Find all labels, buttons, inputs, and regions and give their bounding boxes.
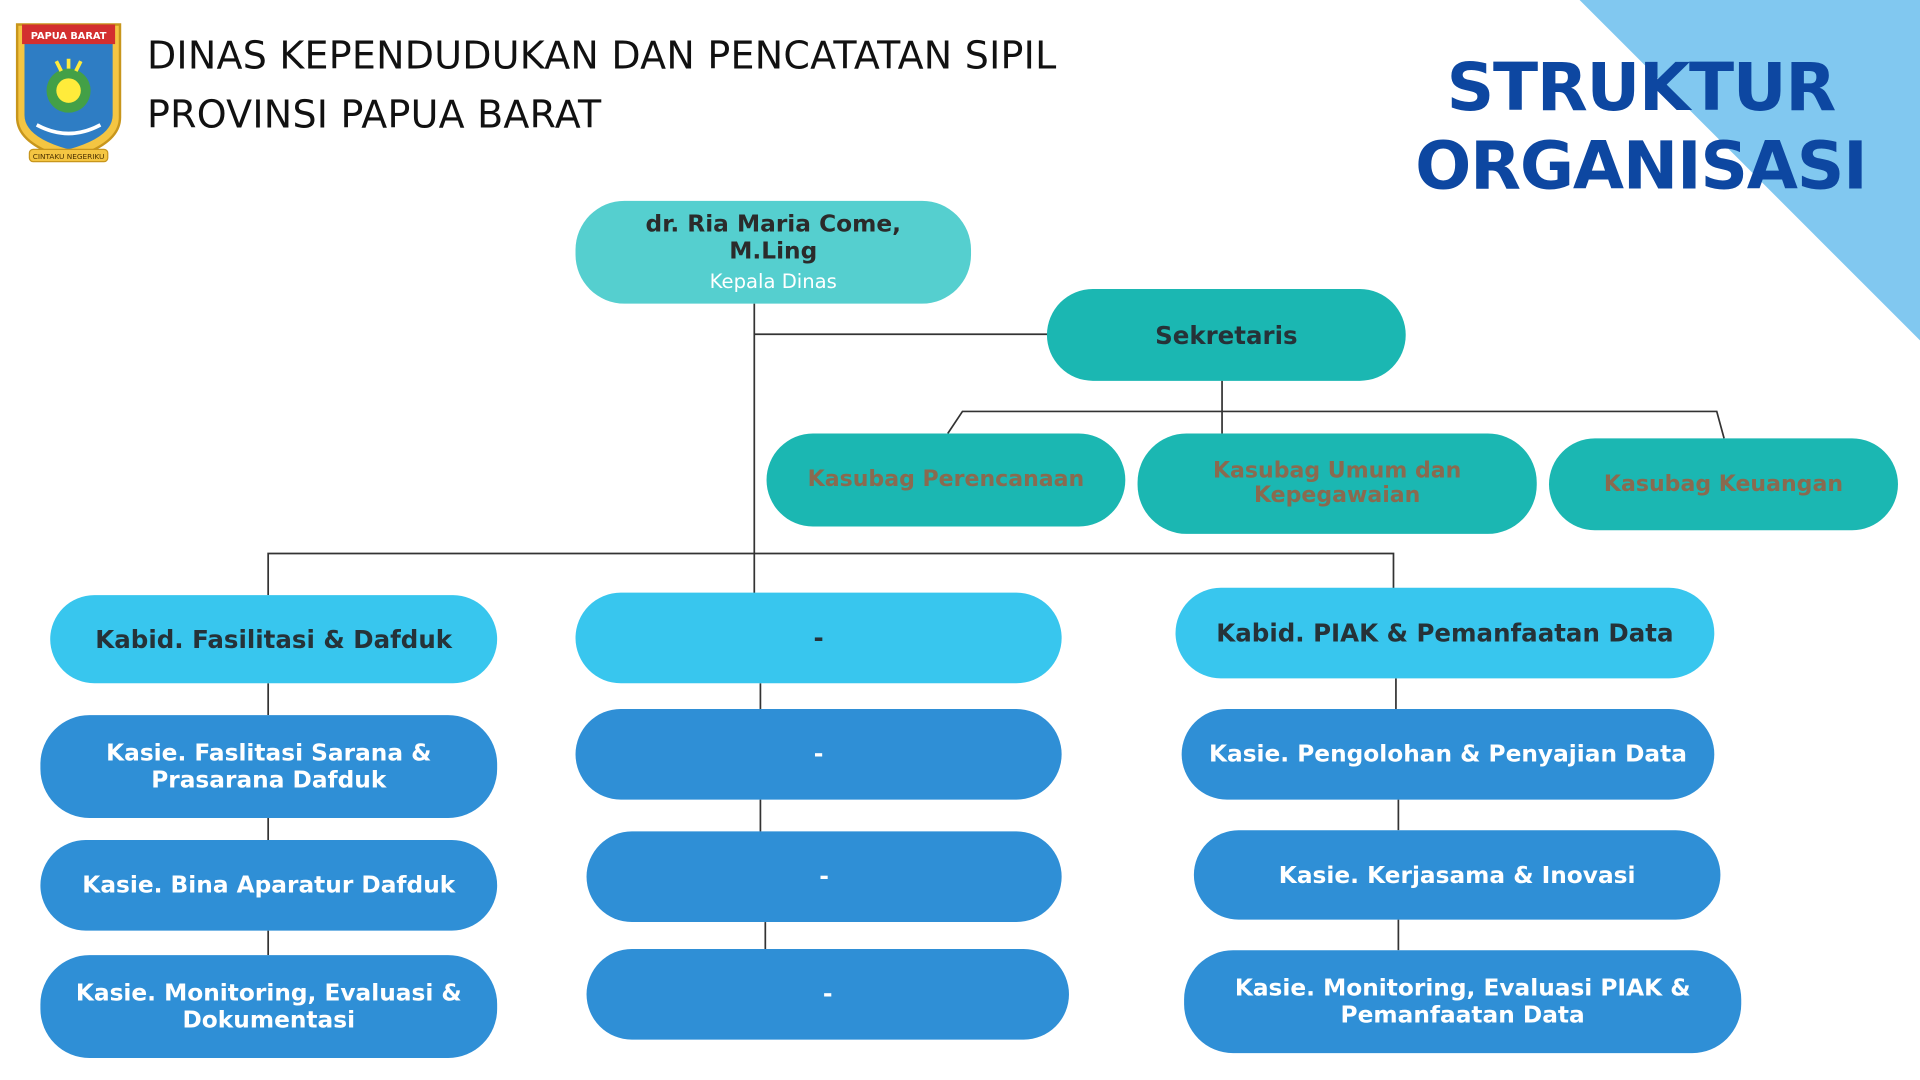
kabid-fasilitasi-box: Kabid. Fasilitasi & Dafduk bbox=[50, 595, 498, 684]
kasie-box: Kasie. Kerjasama & Inovasi bbox=[1193, 830, 1721, 920]
kasie-box: Kasie. Faslitasi Sarana & Prasarana Dafd… bbox=[40, 715, 498, 818]
document-title-line2: ORGANISASI bbox=[1415, 127, 1868, 205]
kasubag-keuangan-box: Kasubag Keuangan bbox=[1548, 438, 1898, 531]
kasie-box: - bbox=[575, 708, 1062, 800]
kasie-label: - bbox=[822, 980, 833, 1008]
kabid-label: Kabid. PIAK & Pemanfaatan Data bbox=[1216, 618, 1674, 648]
papua-barat-emblem-icon: PAPUA BARAT CINTAKU NEGERIKU bbox=[15, 23, 122, 163]
organization-name: DINAS KEPENDUDUKAN DAN PENCATATAN SIPIL … bbox=[147, 27, 1057, 145]
kepala-dinas-role: Kepala Dinas bbox=[709, 268, 837, 293]
kasie-label: - bbox=[819, 863, 829, 891]
kepala-dinas-box: dr. Ria Maria Come, M.Ling Kepala Dinas bbox=[575, 200, 972, 304]
kepala-dinas-name: dr. Ria Maria Come, M.Ling bbox=[645, 210, 902, 264]
document-title: STRUKTUR ORGANISASI bbox=[1371, 49, 1910, 206]
organization-name-line2: PROVINSI PAPUA BARAT bbox=[146, 93, 602, 138]
kasie-label: Kasie. Kerjasama & Inovasi bbox=[1278, 861, 1636, 889]
organization-name-line1: DINAS KEPENDUDUKAN DAN PENCATATAN SIPIL bbox=[146, 34, 1057, 79]
kasie-label: - bbox=[813, 740, 824, 768]
document-title-line1: STRUKTUR bbox=[1446, 48, 1837, 127]
kabid-vacant-box: - bbox=[575, 592, 1062, 684]
kasie-label: Kasie. Bina Aparatur Dafduk bbox=[82, 871, 456, 899]
kasie-label: Kasie. Pengolohan & Penyajian Data bbox=[1208, 740, 1687, 768]
sekretaris-box: Sekretaris bbox=[1046, 288, 1406, 381]
kasubag-umum-box: Kasubag Umum dan Kepegawaian bbox=[1137, 433, 1537, 534]
kasie-label: Kasie. Faslitasi Sarana & Prasarana Dafd… bbox=[106, 739, 432, 794]
kasie-box: Kasie. Pengolohan & Penyajian Data bbox=[1181, 708, 1715, 800]
kasie-box: Kasie. Bina Aparatur Dafduk bbox=[40, 840, 498, 931]
kasubag-perencanaan-box: Kasubag Perencanaan bbox=[766, 433, 1126, 527]
kasie-label: Kasie. Monitoring, Evaluasi PIAK & Peman… bbox=[1234, 974, 1691, 1029]
svg-text:PAPUA BARAT: PAPUA BARAT bbox=[31, 31, 107, 42]
kasie-box: - bbox=[586, 831, 1062, 923]
kasubag-label: Kasubag Keuangan bbox=[1603, 470, 1844, 497]
kasubag-label: Kasubag Perencanaan bbox=[807, 466, 1085, 493]
kasie-box: Kasie. Monitoring, Evaluasi PIAK & Peman… bbox=[1184, 950, 1742, 1054]
kasie-box: Kasie. Monitoring, Evaluasi & Dokumentas… bbox=[40, 955, 498, 1058]
kabid-label: - bbox=[813, 623, 824, 653]
kabid-piak-box: Kabid. PIAK & Pemanfaatan Data bbox=[1175, 587, 1715, 679]
kasie-box: - bbox=[586, 948, 1069, 1040]
kasubag-label: Kasubag Umum dan Kepegawaian bbox=[1212, 457, 1462, 509]
kabid-label: Kabid. Fasilitasi & Dafduk bbox=[95, 624, 453, 654]
kasie-label: Kasie. Monitoring, Evaluasi & Dokumentas… bbox=[75, 979, 462, 1034]
svg-text:CINTAKU NEGERIKU: CINTAKU NEGERIKU bbox=[33, 152, 105, 161]
sekretaris-label: Sekretaris bbox=[1155, 320, 1298, 350]
